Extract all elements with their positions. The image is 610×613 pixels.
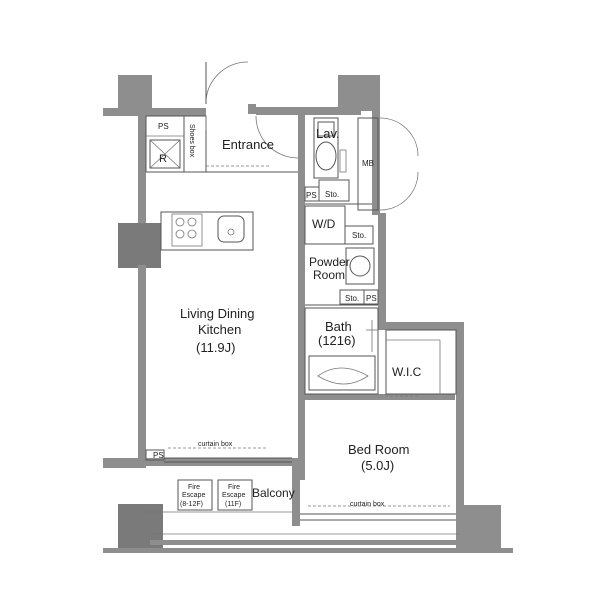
bedroom-label: Bed Room (348, 442, 409, 457)
powder-room-label-2: Room (313, 268, 345, 282)
bedroom-size-label: (5.0J) (361, 458, 394, 473)
fire-escape-b-line2: Escape (222, 492, 245, 499)
fire-escape-b-line1: Fire (228, 484, 240, 491)
curtain-box-label-bed: curtain box (350, 501, 385, 508)
balcony-label: Balcony (252, 486, 295, 500)
ldk-label-2: Kitchen (198, 322, 241, 337)
bath-size-label: (1216) (318, 333, 356, 348)
sto-label-powder: Sto. (345, 294, 359, 303)
entrance-label: Entrance (222, 137, 274, 152)
curtain-box-label-ldk: curtain box (198, 441, 233, 448)
wic-label: W.I.C (392, 365, 422, 379)
ps-label-powder: PS (366, 294, 377, 303)
ps-label-lav: PS (306, 191, 317, 200)
shoes-box-label: Shoes box (188, 124, 195, 158)
lav-label: Lav. (316, 126, 340, 141)
fire-escape-b-line3: (11F) (225, 501, 241, 508)
sto-label-lav: Sto. (325, 190, 339, 199)
ldk-size-label: (11.9J) (196, 340, 236, 355)
fixtures (145, 61, 460, 535)
ps-label-bottom: PS (153, 451, 164, 460)
labels: PS R Shoes box Entrance Lav. MB PS Sto. … (153, 122, 422, 508)
fire-escape-a-line2: Escape (182, 492, 205, 499)
ldk-label-1: Living Dining (180, 306, 254, 321)
wd-label: W/D (312, 217, 336, 231)
bath-label: Bath (325, 319, 352, 334)
r-label: R (159, 153, 167, 165)
fire-escape-a-line3: (8-12F) (180, 501, 203, 508)
sto-label-wd: Sto. (352, 231, 366, 240)
fire-escape-a-line1: Fire (188, 484, 200, 491)
walls (103, 75, 513, 553)
powder-room-label-1: Powder (309, 255, 350, 269)
mb-label: MB (362, 159, 374, 168)
ps-label-top: PS (158, 122, 169, 131)
